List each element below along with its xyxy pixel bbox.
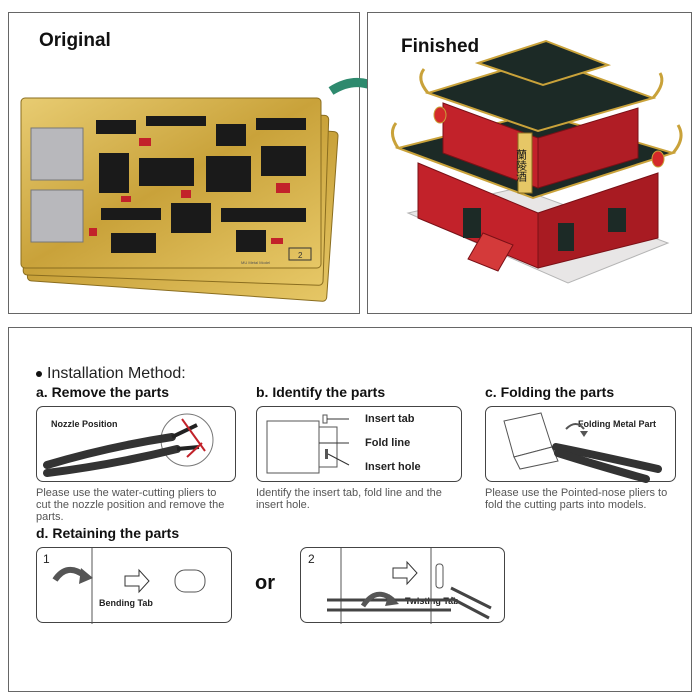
bullet-icon [36,370,42,377]
step-c-title: c. Folding the parts [485,384,615,400]
metal-sheets-illustration: 2 MU Metal Model [20,78,401,302]
folding-pliers-illustration [503,412,662,483]
step-b-box: Insert tab Fold line Insert hole [256,406,462,482]
finished-panel: Finished 蘭陵酒 [367,12,692,314]
right-arrow-icon [392,560,418,586]
stairs [467,232,514,272]
original-label: Original [39,30,111,51]
cutting-pliers-illustration [43,413,214,477]
insert-tab-label: Insert tab [365,413,415,425]
plate-brand: MU Metal Model [241,260,270,265]
nozzle-position-label: Nozzle Position [51,419,118,429]
bending-tab-diagram [52,548,206,624]
installation-heading: Installation Method: [47,365,186,382]
step-c-description: Please use the Pointed-nose pliers to fo… [485,487,668,511]
step-b-description: Identify the insert tab, fold line and t… [256,487,442,511]
installation-heading-row: Installation Method: [36,365,186,383]
finished-label: Finished [401,36,480,57]
plate-number: 2 [298,251,303,260]
retain-option-1-box: 1 Bending Tab [36,547,232,624]
step-b-title: b. Identify the parts [256,384,386,400]
installation-panel: Installation Method: a. Remove the parts… [8,327,692,692]
step-a-description: Please use the water-cutting pliers to c… [36,487,225,523]
right-arrow-icon [124,568,150,594]
retain-option-2-box: 2 Twisting Tab [300,547,505,624]
finished-model-illustration: 蘭陵酒 [391,39,683,284]
or-label: or [255,572,275,594]
original-panel: Original [8,12,401,314]
top-roof [474,39,612,87]
step-d-title: d. Retaining the parts [36,525,180,541]
metal-part-diagram [266,414,350,474]
option-2-number: 2 [308,552,315,566]
step-a-title: a. Remove the parts [36,384,170,400]
fold-line-label: Fold line [365,437,411,449]
step-c-box: Folding Metal Part [485,406,676,483]
lantern-icon [433,106,447,124]
step-a-box: Nozzle Position [36,406,236,482]
lantern-icon [651,150,665,168]
twisting-tab-diagram [327,548,492,624]
front-plate: 2 MU Metal Model [20,97,322,269]
insert-hole-label: Insert hole [365,461,421,473]
sign-board: 蘭陵酒 [515,149,528,183]
bending-tab-label: Bending Tab [99,598,153,608]
folding-metal-part-label: Folding Metal Part [578,419,657,429]
option-1-number: 1 [43,552,50,566]
